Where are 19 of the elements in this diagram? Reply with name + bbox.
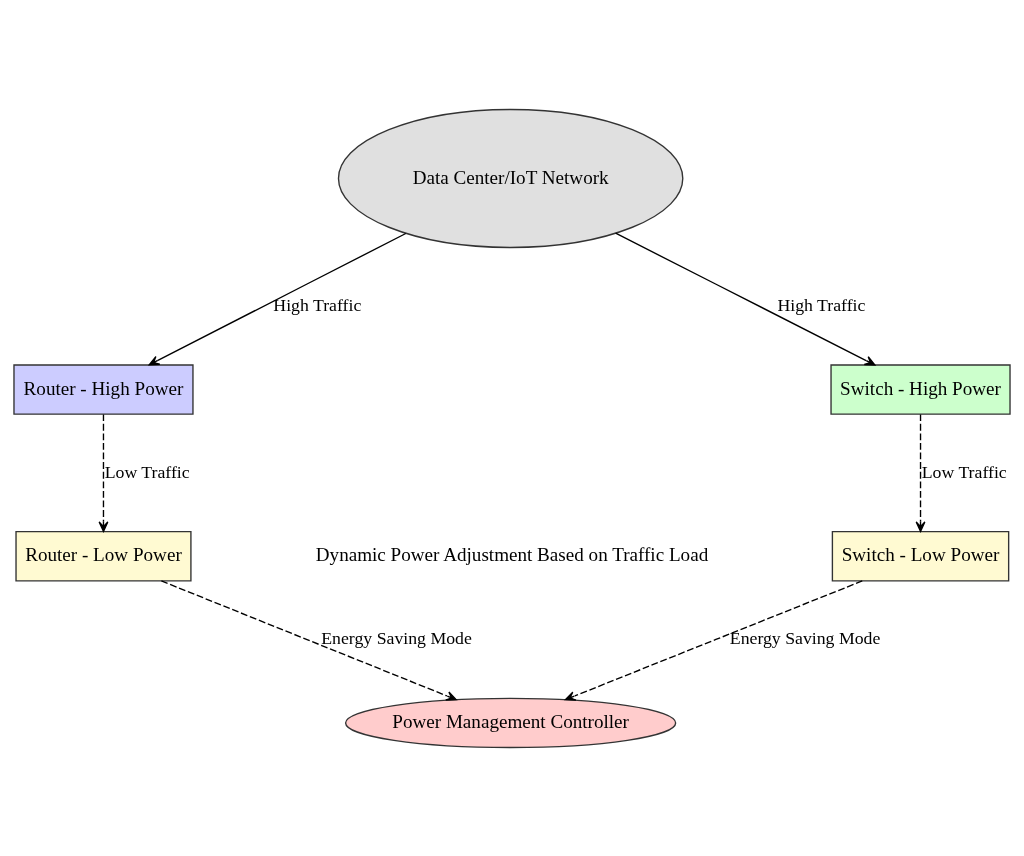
edge-label: Energy Saving Mode [729,627,881,648]
edge-label: Low Traffic [921,461,1007,482]
node-ellipse: Power Management Controller [344,697,677,748]
label: Dynamic Power Adjustment Based on Traffic Load [315,543,709,565]
arrow [160,579,457,701]
edge-label: Low Traffic [104,461,190,482]
arrow [564,579,863,701]
edge-label: Energy Saving Mode [321,627,472,648]
edge-label: High Traffic [777,294,866,315]
arrow [148,232,407,365]
node-box: Switch - Low Power [831,530,1010,582]
node-box: Switch - High Power [830,363,1011,415]
edge-label: High Traffic [273,294,362,315]
arrow [915,413,926,532]
node-ellipse: Data Center/IoT Network [337,108,684,248]
node-box: Router - Low Power [15,530,192,582]
arrow [614,232,876,366]
node-box: Router - High Power [13,363,194,415]
arrow [98,413,109,532]
